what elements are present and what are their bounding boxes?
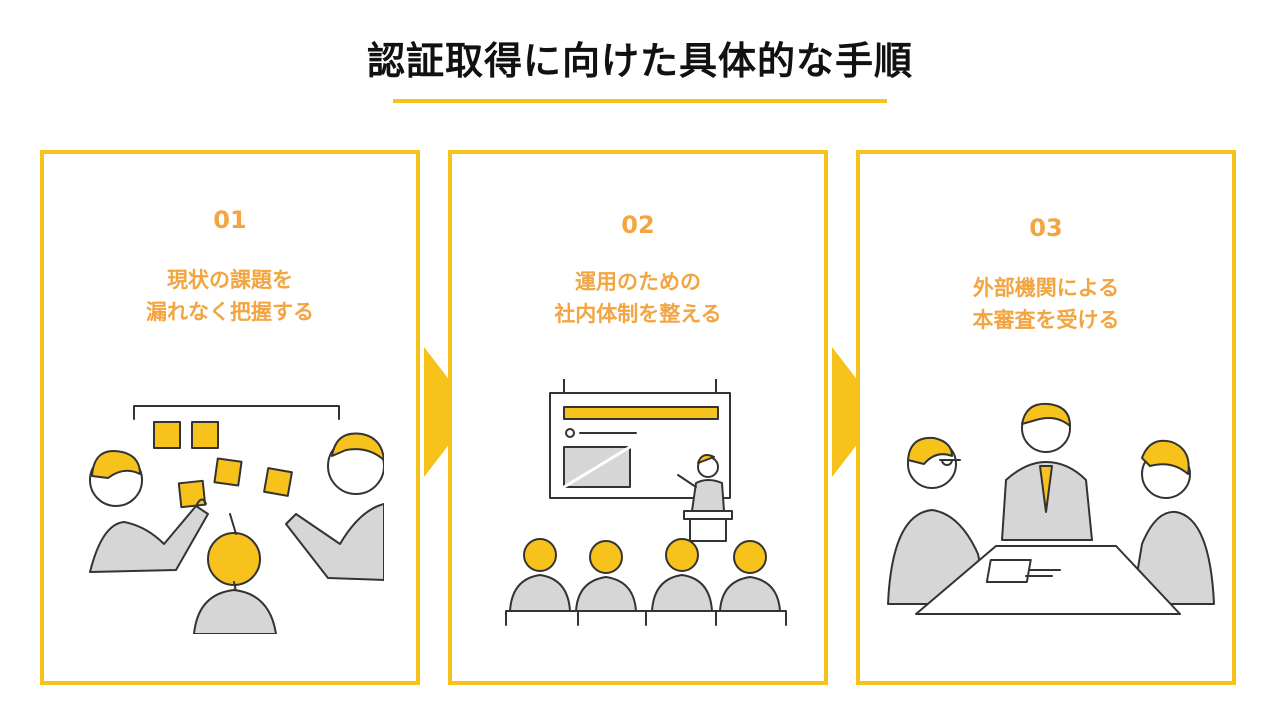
step-card-02: 02 運用のための 社内体制を整える [448,150,828,685]
step-description-line-1: 運用のための [575,270,701,294]
sticky-note-brainstorm-illustration [89,405,384,634]
step-number: 03 [1029,214,1063,242]
title-underline [393,99,887,103]
step-description: 現状の課題を 漏れなく把握する [44,264,416,328]
step-description-line-2: 漏れなく把握する [146,300,314,324]
step-number: 01 [213,206,247,234]
step-description-line-2: 本審査を受ける [972,308,1120,332]
audit-meeting-illustration [887,402,1215,615]
step-card-01: 01 現状の課題を 漏れなく把握する [40,150,420,685]
step-description: 外部機関による 本審査を受ける [860,272,1232,336]
presentation-training-illustration [505,379,787,626]
step-description: 運用のための 社内体制を整える [452,266,824,330]
step-card-03: 03 外部機関による 本審査を受ける [856,150,1236,685]
page-title: 認証取得に向けた具体的な手順 [366,39,913,83]
step-description-line-2: 社内体制を整える [554,302,722,326]
step-description-line-1: 外部機関による [972,276,1120,300]
step-number: 02 [621,211,655,239]
step-description-line-1: 現状の課題を [167,268,293,292]
